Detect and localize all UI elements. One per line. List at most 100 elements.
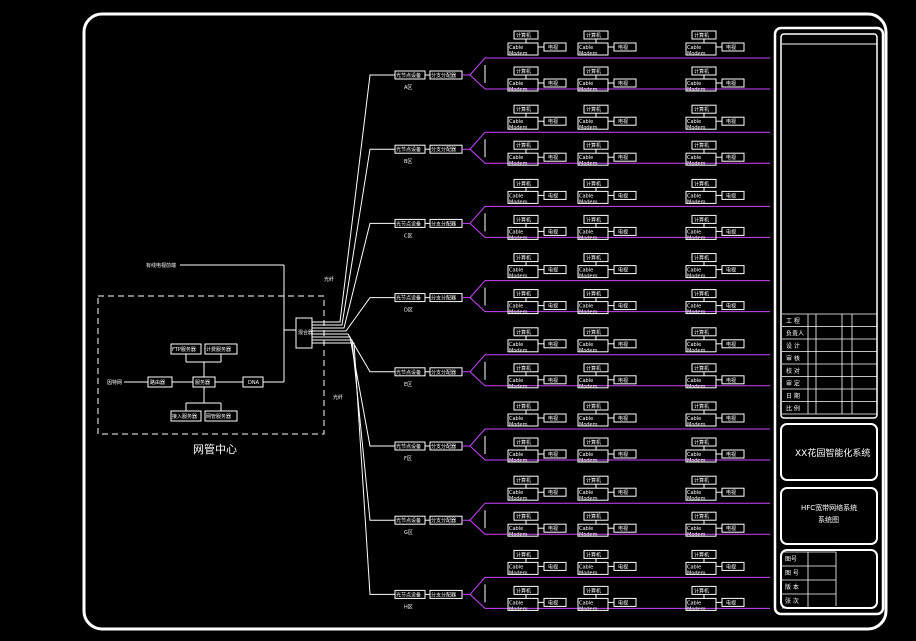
title-block-row-label: 比 例	[786, 405, 800, 413]
pc-label: 计算机	[694, 32, 709, 39]
tv-box	[721, 226, 745, 236]
modem-label: Modem	[687, 87, 706, 93]
cable-label: Cable	[509, 81, 523, 87]
cable-label: Cable	[509, 490, 523, 496]
cable-modem-box	[507, 375, 539, 389]
zone-label: H区	[404, 604, 413, 610]
pc-label: 计算机	[694, 68, 709, 75]
pc-label: 计算机	[516, 477, 531, 484]
branch-label-top: 光纤	[324, 276, 334, 283]
modem-label: Modem	[687, 199, 706, 205]
tv-box	[721, 561, 745, 571]
cable-label: Cable	[579, 342, 593, 348]
cable-modem-box	[507, 152, 539, 166]
zone-label: A区	[404, 85, 412, 91]
cable-modem-box	[685, 523, 717, 537]
pc-label: 计算机	[586, 32, 601, 39]
cable-label: Cable	[509, 526, 523, 532]
fiber-line-bottom	[469, 74, 770, 90]
cable-label: Cable	[687, 564, 701, 570]
modem-label: Modem	[579, 570, 598, 576]
optical-node-label: 光节点设备	[396, 369, 421, 376]
cable-label: Cable	[687, 119, 701, 125]
cable-label: Cable	[579, 193, 593, 199]
tv-box	[721, 449, 745, 459]
modem-label: Modem	[687, 51, 706, 57]
cable-label: Cable	[509, 600, 523, 606]
tv-label: 电视	[618, 192, 628, 199]
optical-node-label: 光节点设备	[396, 72, 421, 79]
billing-server-label: 计费服务器	[206, 346, 231, 353]
pc-label: 计算机	[694, 587, 709, 594]
modem-label: Modem	[579, 161, 598, 167]
access-server-label: 接入服务器	[172, 413, 197, 420]
pc-label: 计算机	[694, 216, 709, 223]
splitter-label: 分支分配器	[431, 295, 456, 302]
pc-label: 计算机	[694, 551, 709, 558]
tv-box	[613, 375, 637, 385]
tv-box	[721, 190, 745, 200]
modem-label: Modem	[509, 161, 528, 167]
tv-box	[613, 449, 637, 459]
modem-label: Modem	[509, 125, 528, 131]
tv-label: 电视	[726, 525, 736, 532]
cable-modem-box	[507, 561, 539, 575]
tv-label: 电视	[726, 415, 736, 422]
tv-box	[543, 375, 567, 385]
fiber-line-bottom	[469, 445, 770, 461]
mgmt-server-label: 网管服务器	[206, 413, 231, 420]
outer-frame	[82, 12, 888, 631]
branch-label-bottom: 光纤	[333, 394, 343, 401]
cable-modem-box	[507, 301, 539, 315]
cable-label: Cable	[509, 416, 523, 422]
internet-label: 因特网	[107, 379, 122, 386]
fiber-line-top	[462, 280, 770, 299]
cable-label: Cable	[687, 45, 701, 51]
cable-label: Cable	[687, 304, 701, 310]
headend-label: 混合器	[298, 329, 313, 336]
cable-modem-box	[577, 190, 609, 204]
cable-label: Cable	[509, 193, 523, 199]
pc-label: 计算机	[586, 587, 601, 594]
tv-box	[721, 487, 745, 497]
pc-label: 计算机	[694, 106, 709, 113]
optical-node-label: 光节点设备	[396, 517, 421, 524]
splitter-label: 分支分配器	[431, 517, 456, 524]
title-block-row-label: 设 计	[786, 342, 800, 350]
pc-label: 计算机	[694, 180, 709, 187]
tv-label: 电视	[726, 118, 736, 125]
zone-label: E区	[404, 382, 412, 388]
cable-modem-box	[685, 265, 717, 279]
tv-label: 电视	[618, 599, 628, 606]
fiber-line-top	[462, 576, 770, 595]
pc-label: 计算机	[586, 365, 601, 372]
cable-modem-box	[685, 301, 717, 315]
modem-label: Modem	[509, 348, 528, 354]
cable-label: Cable	[509, 229, 523, 235]
tv-box	[613, 116, 637, 126]
tv-label: 电视	[726, 44, 736, 51]
trunk-line	[312, 74, 395, 323]
modem-label: Modem	[509, 532, 528, 538]
cable-modem-box	[577, 375, 609, 389]
zone-F区: 光节点设备F区分支分配器计算机CableModem电视计算机CableModem…	[394, 401, 770, 464]
tv-label: 电视	[548, 118, 558, 125]
tv-box	[721, 301, 745, 311]
cable-label: Cable	[687, 452, 701, 458]
fiber-line-bottom	[469, 148, 770, 164]
